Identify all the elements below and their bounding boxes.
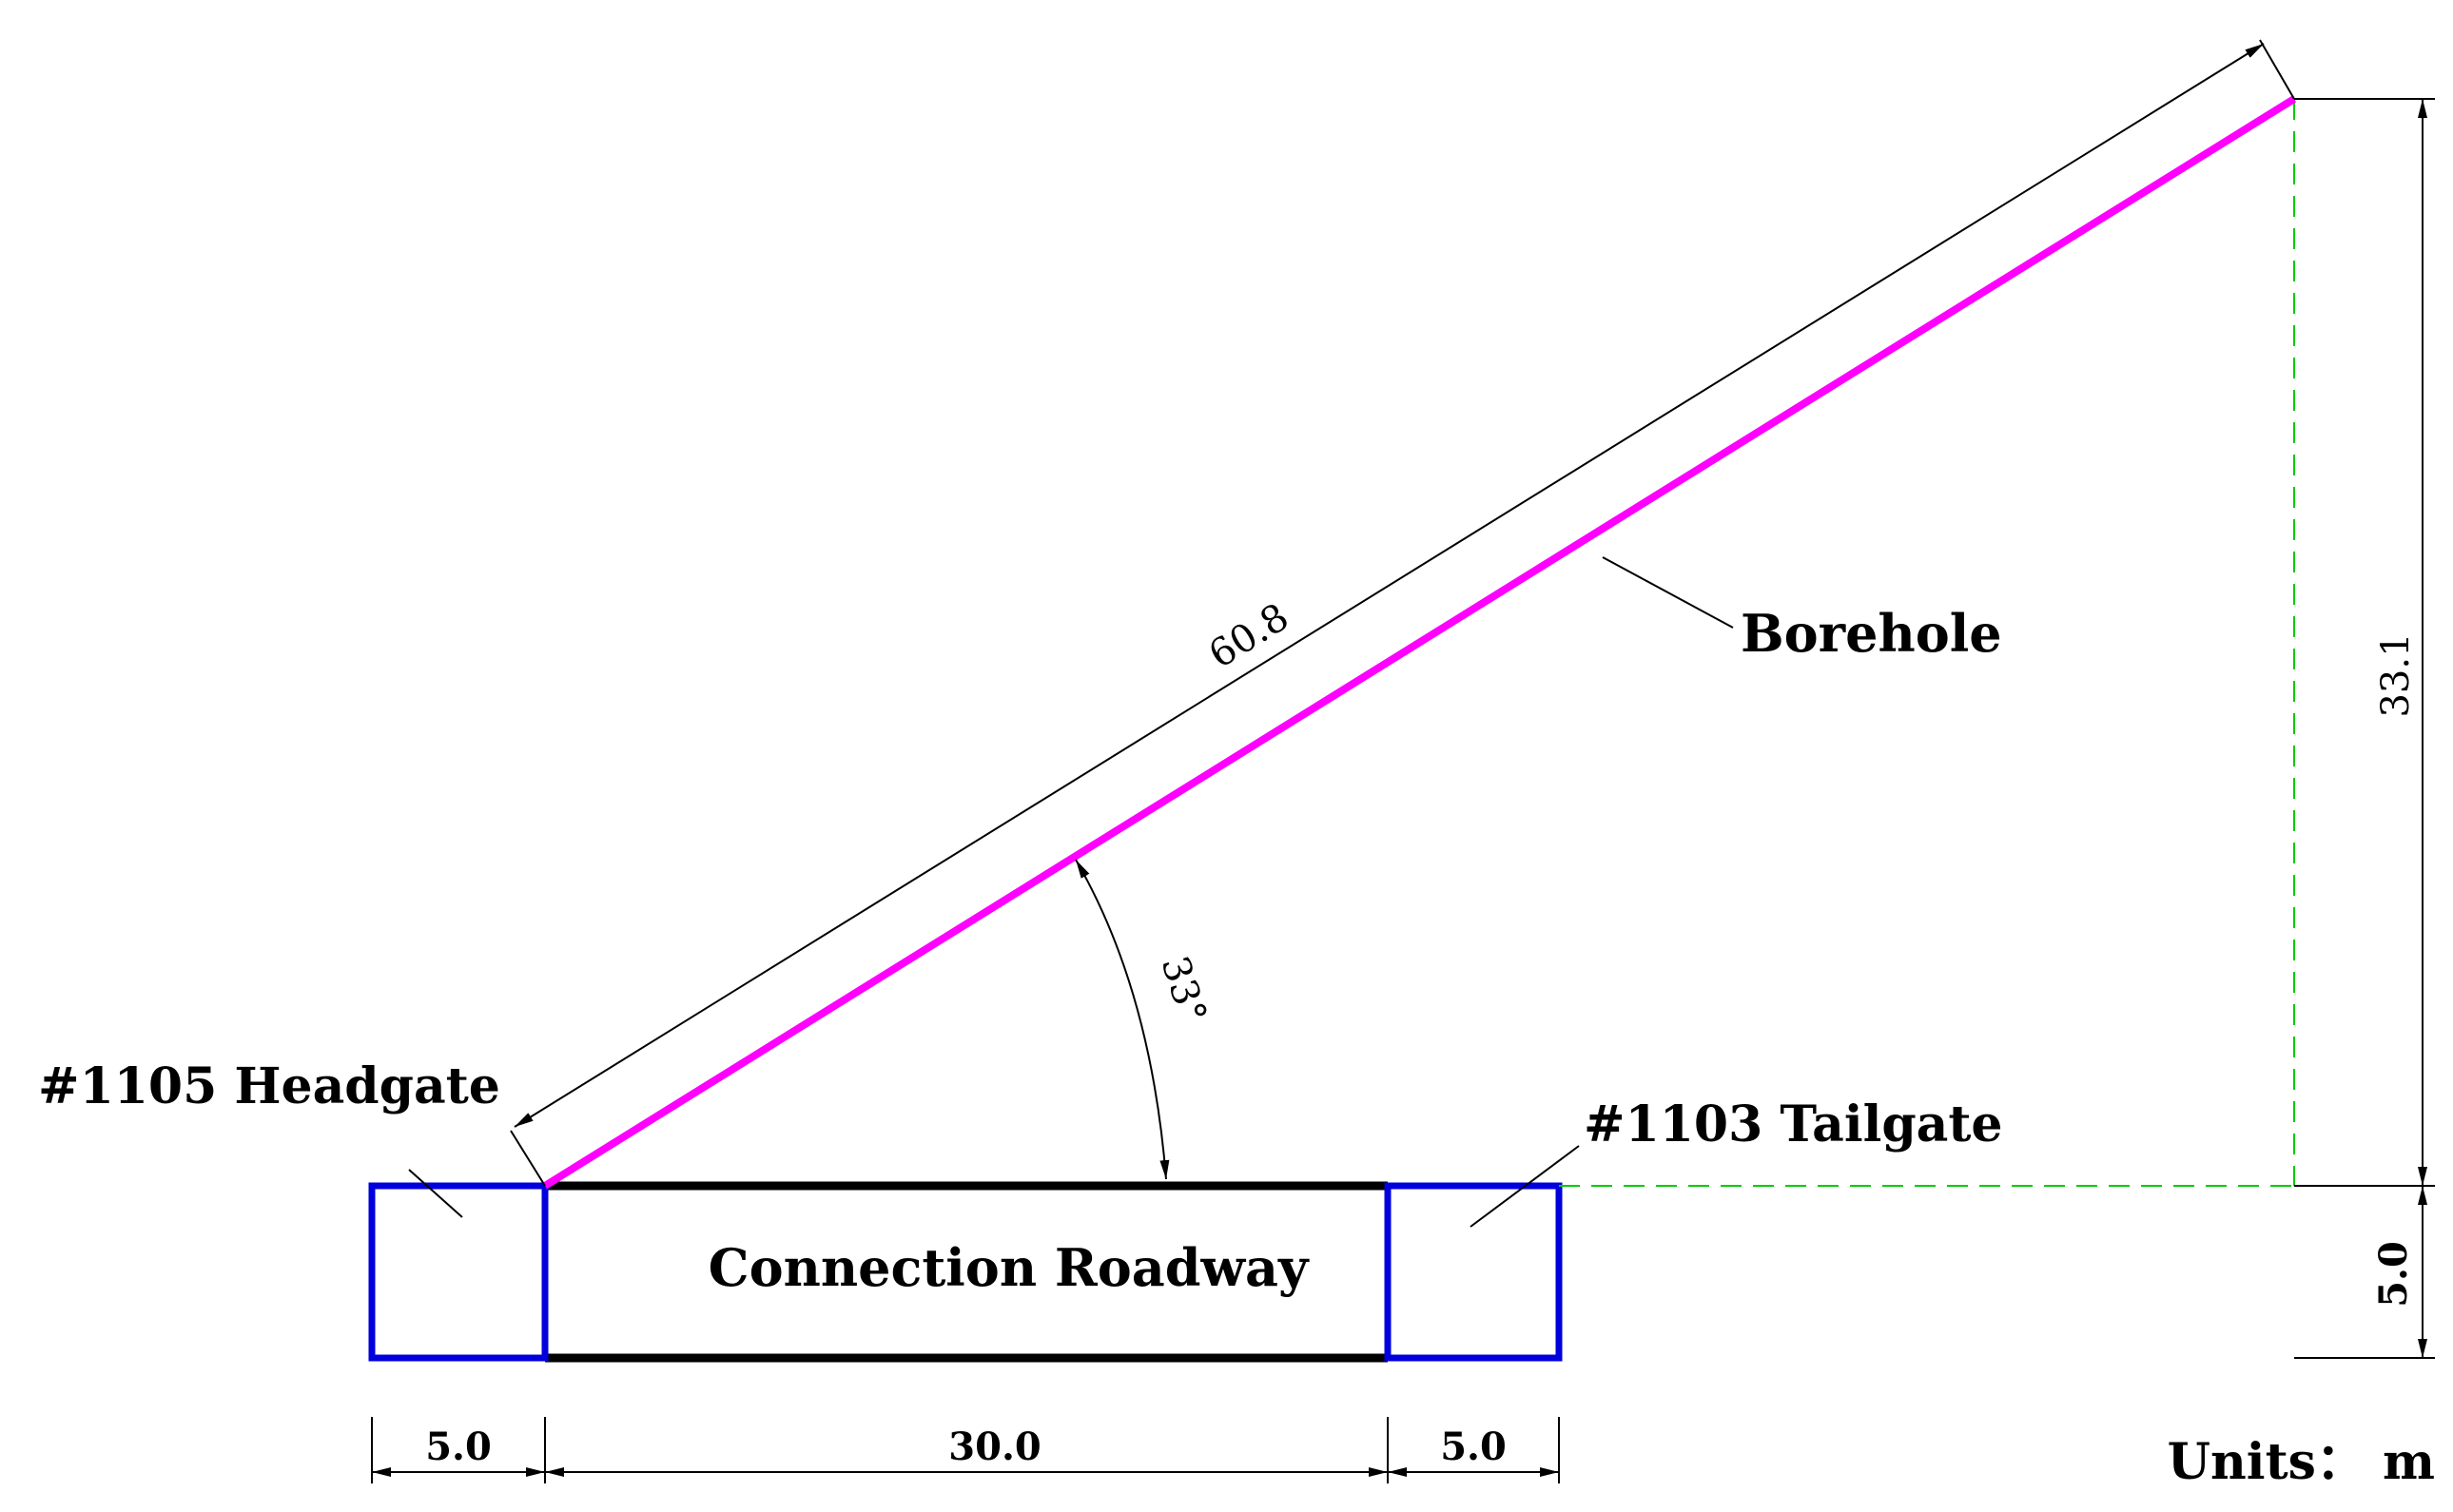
headgate-width-value: 5.0 xyxy=(425,1425,492,1469)
borehole-length-extension-end xyxy=(2259,39,2295,100)
tailgate-width-value: 5.0 xyxy=(1440,1425,1507,1469)
headgate-label: #1105 Headgate xyxy=(38,1057,500,1115)
roadway-height-value: 5.0 xyxy=(2371,1241,2416,1308)
borehole-line xyxy=(542,95,2297,1190)
borehole-length-extension-start xyxy=(510,1130,546,1187)
tailgate-leader-line xyxy=(1470,1145,1580,1228)
connection-roadway-label: Connection Roadway xyxy=(709,1237,1310,1298)
borehole-length-value: 60.8 xyxy=(1201,595,1296,677)
units-label: Units： m xyxy=(2168,1433,2435,1491)
connection-width-value: 30.0 xyxy=(948,1425,1041,1469)
borehole-label: Borehole xyxy=(1741,603,2002,664)
height-value: 33.1 xyxy=(2374,632,2418,717)
borehole-leader-line xyxy=(1602,556,1734,629)
borehole-length-dimension-line xyxy=(514,43,2265,1128)
tailgate-box xyxy=(1384,1182,1563,1362)
angle-arc xyxy=(1075,859,1170,1180)
angle-value: 33° xyxy=(1153,951,1216,1029)
tailgate-label: #1103 Tailgate xyxy=(1584,1095,2002,1153)
headgate-box xyxy=(368,1182,549,1362)
headgate-leader-line xyxy=(408,1169,463,1218)
